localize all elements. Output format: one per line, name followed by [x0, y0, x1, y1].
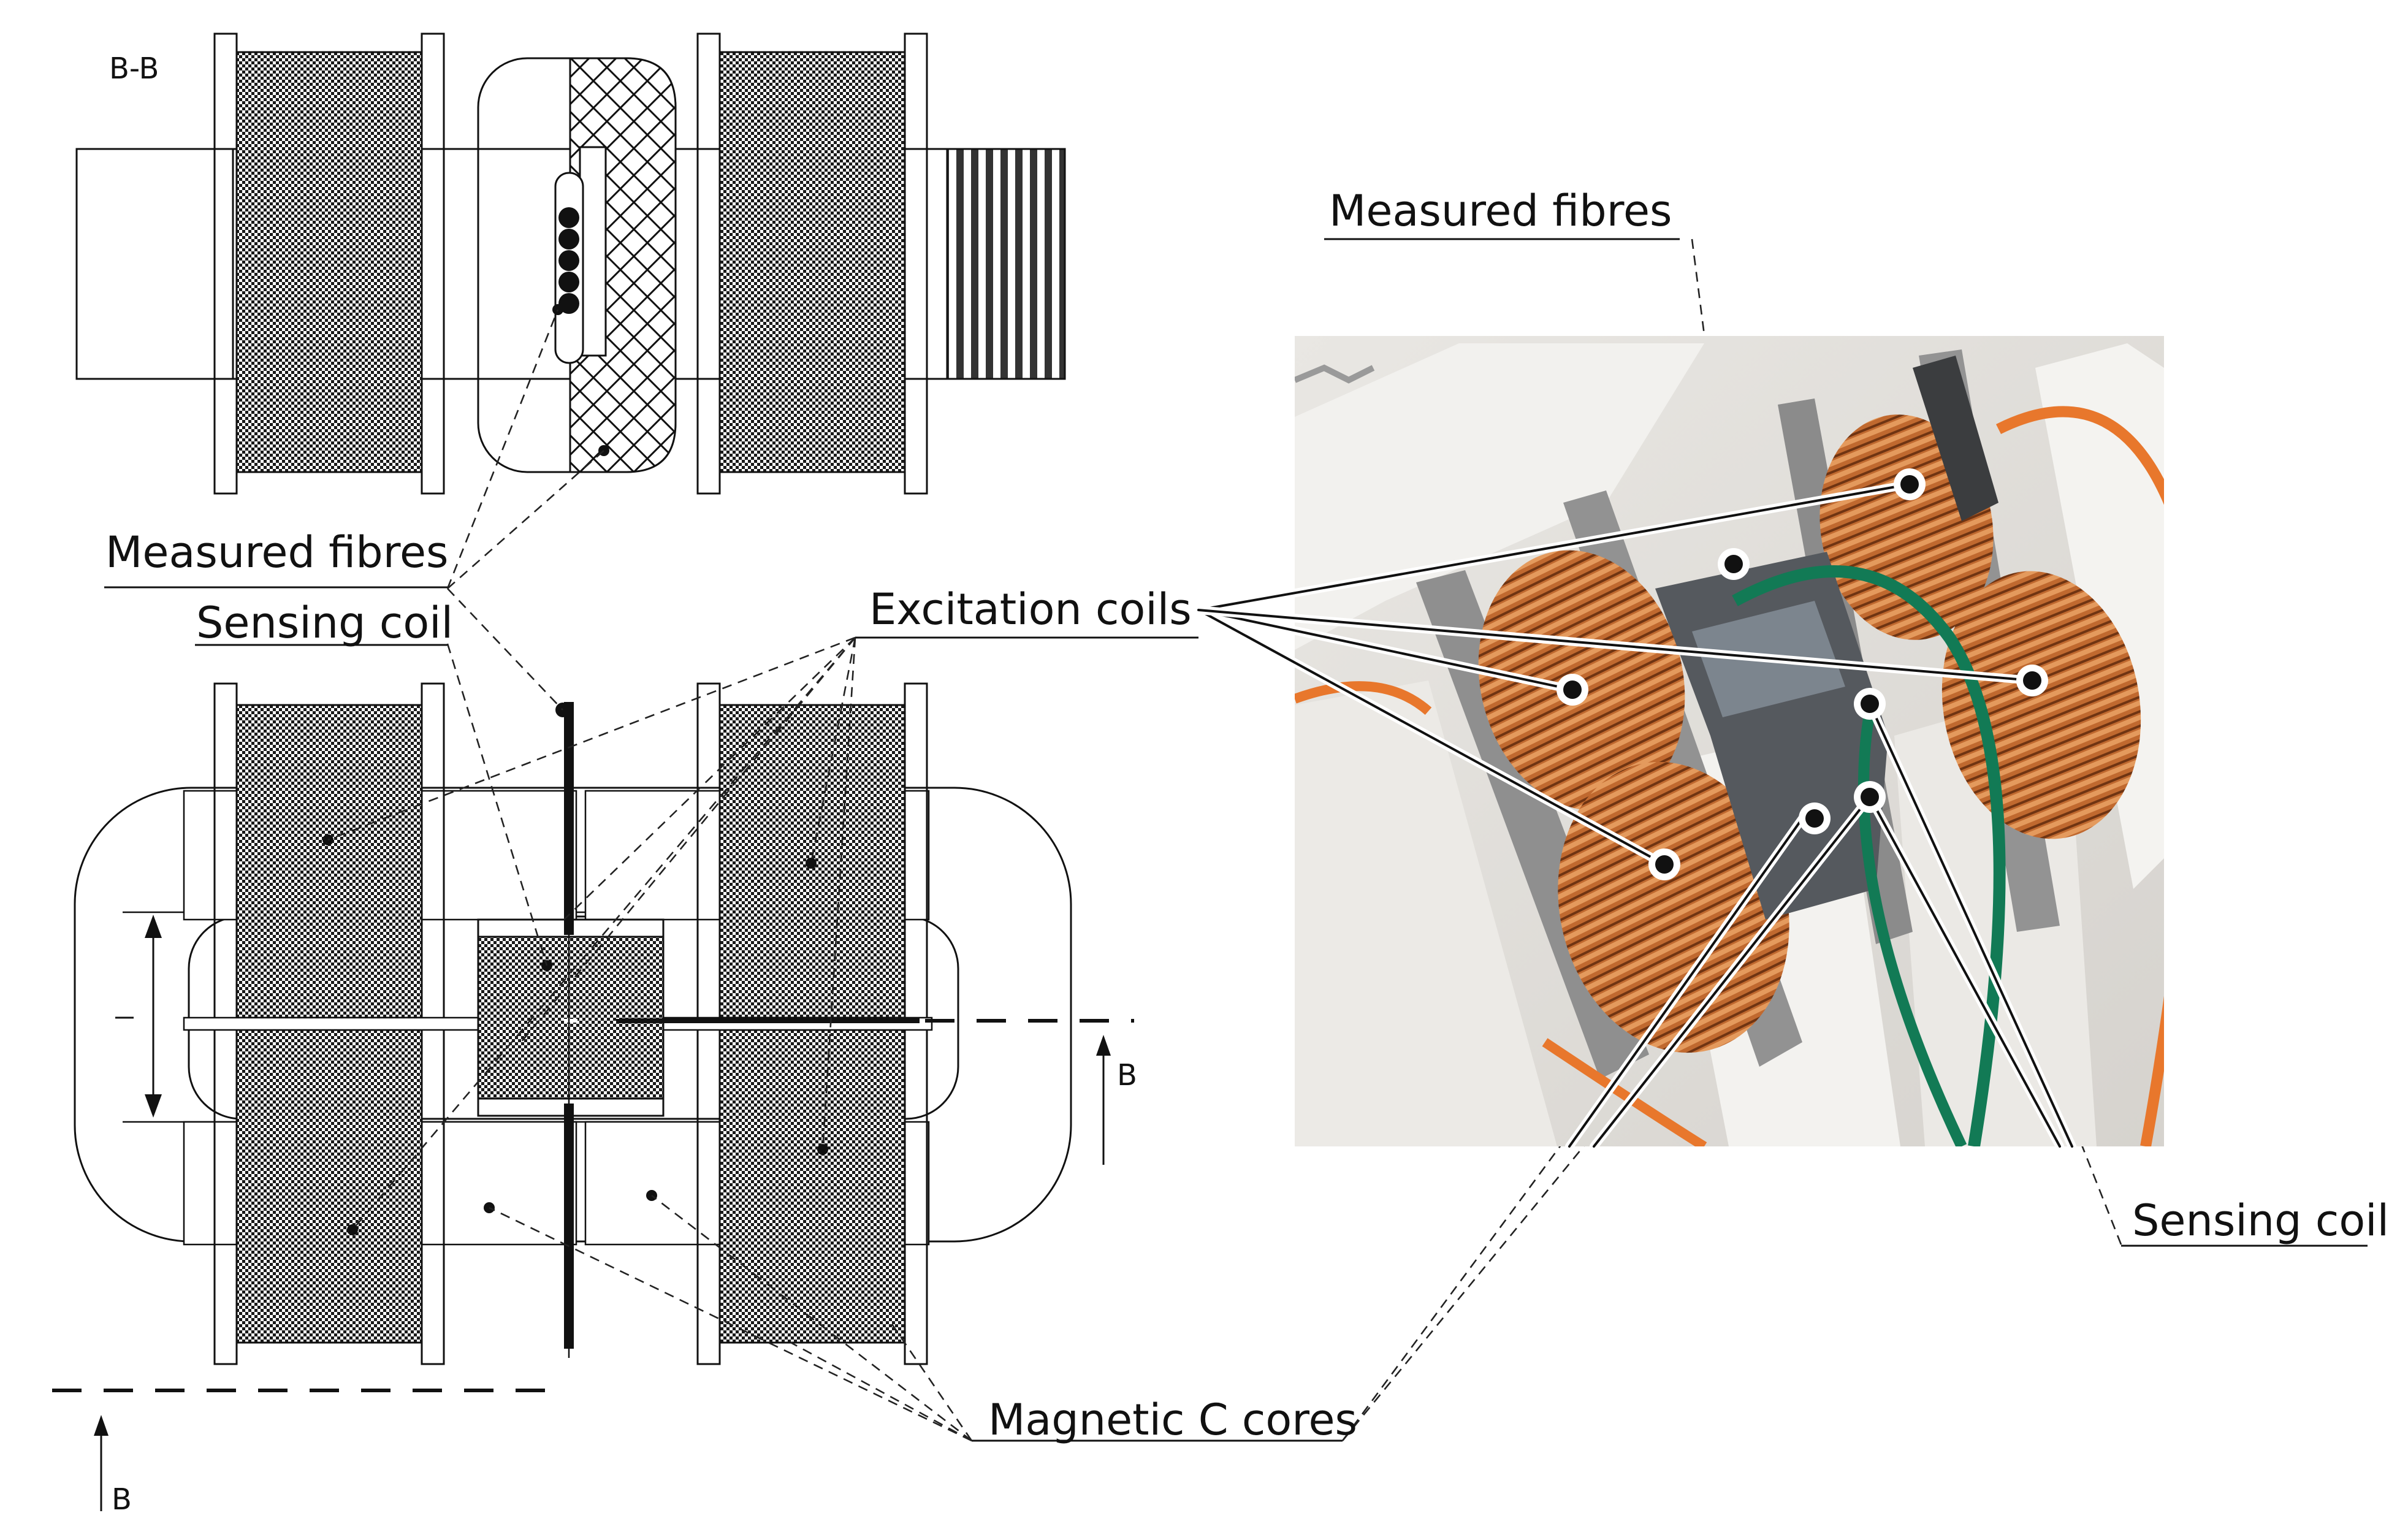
- orange-wire: [1295, 681, 1432, 715]
- labels: Measured fibres Sensing coil Excitation …: [104, 186, 2389, 1445]
- orange-wire: [1542, 1038, 1707, 1146]
- fibre-rod: [564, 702, 574, 935]
- label-excitation-coils: Excitation coils: [869, 584, 1192, 635]
- label-measured-fibres-left: Measured fibres: [105, 527, 449, 578]
- fibre-bundle: [558, 207, 579, 314]
- front-view: B B: [52, 682, 1137, 1517]
- green-wire: [1858, 710, 1967, 1146]
- striped-core-end: [946, 148, 1066, 380]
- sensor-photo: [1194, 336, 2164, 1151]
- flange: [696, 32, 721, 495]
- label-measured-fibres-photo: Measured fibres: [1329, 186, 1672, 236]
- label-sensing-coil-left: Sensing coil: [196, 598, 453, 648]
- sensing-coil-center: [477, 918, 665, 1117]
- section-marker-right: B: [1117, 1058, 1137, 1092]
- excitation-coil-upper-left: [235, 704, 423, 1019]
- flange: [421, 32, 445, 495]
- label-magnetic-c-cores: Magnetic C cores: [988, 1395, 1357, 1445]
- orange-wire: [1995, 406, 2164, 1146]
- section-label: B-B: [109, 51, 159, 86]
- section-marker-left: B: [112, 1482, 132, 1517]
- label-sensing-coil-photo: Sensing coil: [2132, 1195, 2389, 1246]
- callout-dots: [1556, 468, 2048, 880]
- excitation-winding: [235, 51, 423, 473]
- core-left-block: [75, 148, 234, 380]
- excitation-coil-lower-right: [718, 1029, 906, 1344]
- excitation-winding: [718, 51, 906, 473]
- section-bb-view: B-B: [75, 32, 1066, 495]
- flange: [904, 32, 928, 495]
- photo-callouts: [1194, 480, 2076, 1151]
- excitation-coil-lower-left: [235, 1029, 423, 1344]
